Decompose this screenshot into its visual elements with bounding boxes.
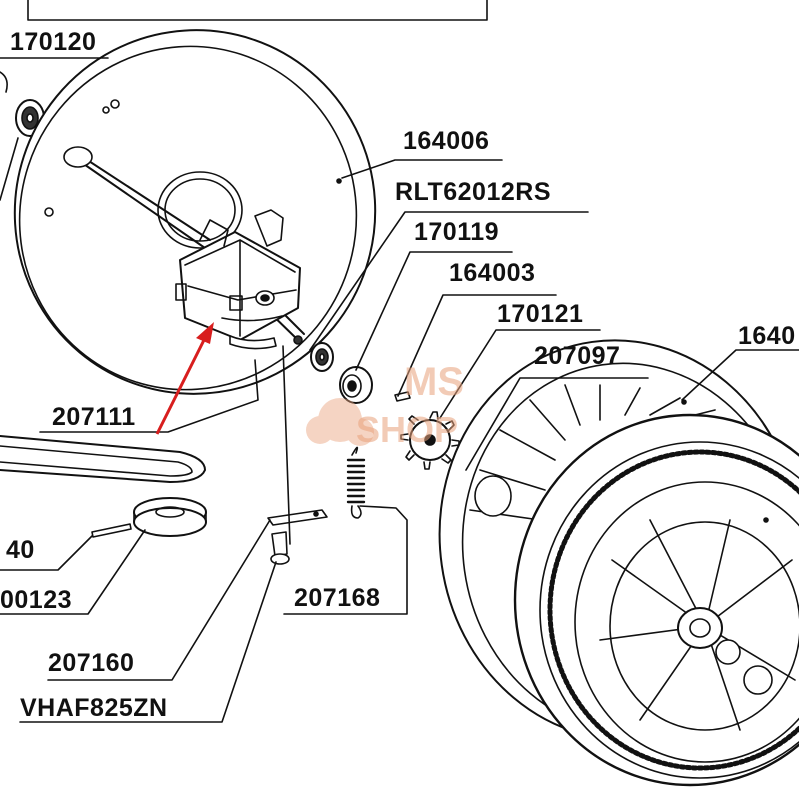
bushing-170119 xyxy=(339,366,373,404)
drive-shaft xyxy=(63,146,305,345)
label-164003: 164003 xyxy=(449,259,536,287)
bearing-170120 xyxy=(0,71,45,201)
label-207168: 207168 xyxy=(294,584,381,612)
screw-vhaf825zn xyxy=(270,531,290,565)
label-164006: 164006 xyxy=(403,127,490,155)
label-207160: 207160 xyxy=(48,649,135,677)
leader-lines xyxy=(0,57,799,723)
label-170121: 170121 xyxy=(497,300,584,328)
label-1640: 1640 xyxy=(738,322,796,350)
frame-border xyxy=(27,0,488,21)
bolt-small xyxy=(91,523,132,538)
spring-207168 xyxy=(346,446,366,519)
watermark-shop: SHOP xyxy=(356,409,459,450)
label-170120: 170120 xyxy=(10,28,97,56)
label-207097: 207097 xyxy=(534,342,621,370)
bearing-rlt62012rs xyxy=(310,342,334,372)
gearbox-207111 xyxy=(157,171,301,350)
wheel xyxy=(438,339,799,787)
label-00123: 00123 xyxy=(0,586,73,614)
pulley xyxy=(133,497,207,537)
label-40: 40 xyxy=(6,536,35,564)
pointer-arrow-207111 xyxy=(155,322,214,435)
watermark-ms: MS xyxy=(404,360,464,404)
drive-belt xyxy=(0,435,206,483)
label-207111: 207111 xyxy=(52,403,136,431)
label-170119: 170119 xyxy=(414,218,500,246)
label-vhaf825zn: VHAF825ZN xyxy=(20,694,168,722)
watermark-logo xyxy=(306,398,374,446)
label-rlt62012rs: RLT62012RS xyxy=(395,178,551,206)
bracket-207160 xyxy=(267,509,328,526)
